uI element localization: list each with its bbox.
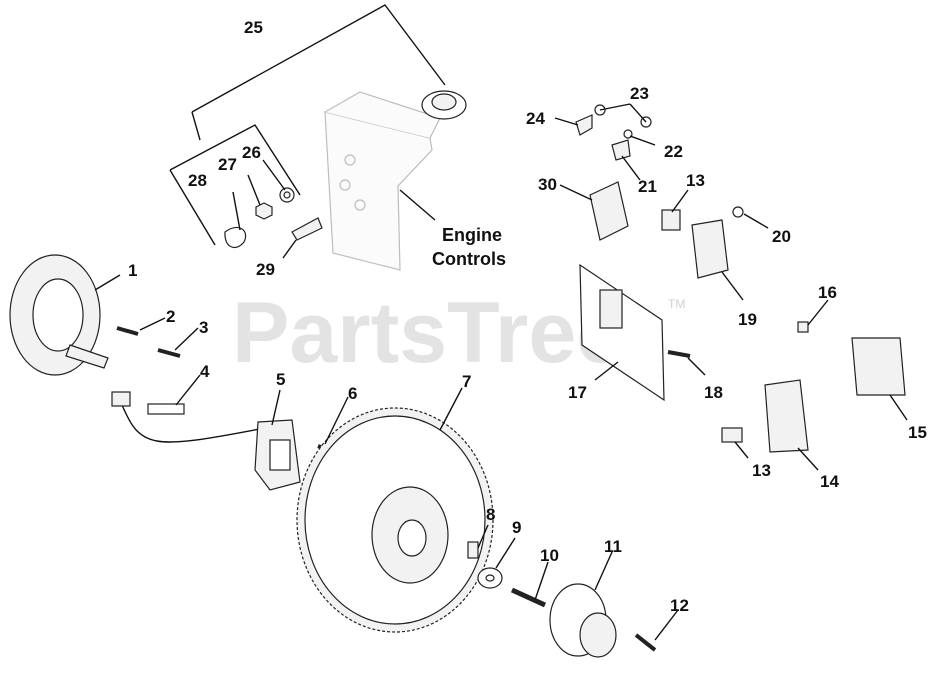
label-10: 10 [540,546,559,565]
connector-13b [721,427,743,443]
label-19: 19 [738,310,757,329]
watermark-tm: TM [668,297,685,311]
screw-2 [116,326,139,336]
label-18: 18 [704,383,723,402]
lamp-29 [291,217,323,241]
bolt-10 [510,587,547,608]
label-29: 29 [256,260,275,279]
label-28: 28 [188,171,207,190]
label-22: 22 [664,142,683,161]
label-2: 2 [166,307,175,326]
engine-controls-label-line2: Controls [432,249,506,269]
throttle-knob-cap [431,93,457,111]
label-14: 14 [820,472,839,491]
clip-21 [611,139,631,161]
screw-3 [157,348,181,358]
clip-24 [575,114,593,136]
label-13-lower: 13 [752,461,771,480]
cover-15 [851,337,906,396]
label-8: 8 [486,505,495,524]
hub-11-boss [579,612,617,658]
label-20: 20 [772,227,791,246]
plug-boot [111,391,131,407]
screw-18 [667,350,691,358]
engine-controls-bracket-top [324,91,441,139]
label-13-upper: 13 [686,171,705,190]
label-26: 26 [242,143,261,162]
label-3: 3 [199,318,208,337]
connector-13a [661,209,681,231]
watermark-text: PartsTree [232,285,624,381]
mounting-plate-window [599,289,623,329]
label-16: 16 [818,283,837,302]
screw-20 [732,206,744,218]
stator [9,254,109,376]
engine-controls-bracket [324,111,433,271]
rectifier-30 [589,181,629,241]
label-6: 6 [348,384,357,403]
label-27: 27 [218,155,237,174]
label-30: 30 [538,175,557,194]
bracket-switch-leg [169,169,216,246]
nut-26-hole [283,191,291,199]
label-7: 7 [462,372,471,391]
label-15: 15 [908,423,927,442]
key-8 [467,541,479,559]
bracket-25 [191,4,446,113]
label-25: 25 [244,18,263,37]
regulator-19 [691,219,729,279]
label-1: 1 [128,261,137,280]
switch-28 [224,227,247,249]
label-24: 24 [526,109,545,128]
label-4: 4 [200,362,210,381]
nut-27 [255,202,273,220]
flywheel [296,407,494,633]
label-21: 21 [638,177,657,196]
label-5: 5 [276,370,285,389]
label-11: 11 [604,537,622,556]
label-17: 17 [568,383,587,402]
bracket-switch-group [169,124,301,196]
engine-controls-label-line1: Engine [442,225,502,245]
leader-lines [94,103,908,641]
bracket-hole [344,154,356,166]
label-23: 23 [630,84,649,103]
ignition-lead-4 [119,399,266,443]
label-12: 12 [670,596,689,615]
ignition-module-core [269,439,291,471]
connector-16 [797,321,809,333]
bracket-hole [354,199,366,211]
washer-9-hole [485,574,495,582]
bolt-12 [634,633,657,652]
bracket-hole [339,179,351,191]
label-9: 9 [512,518,521,537]
bracket-25-leg [191,111,201,141]
spark-plug [147,403,185,415]
cover-14 [764,379,809,453]
